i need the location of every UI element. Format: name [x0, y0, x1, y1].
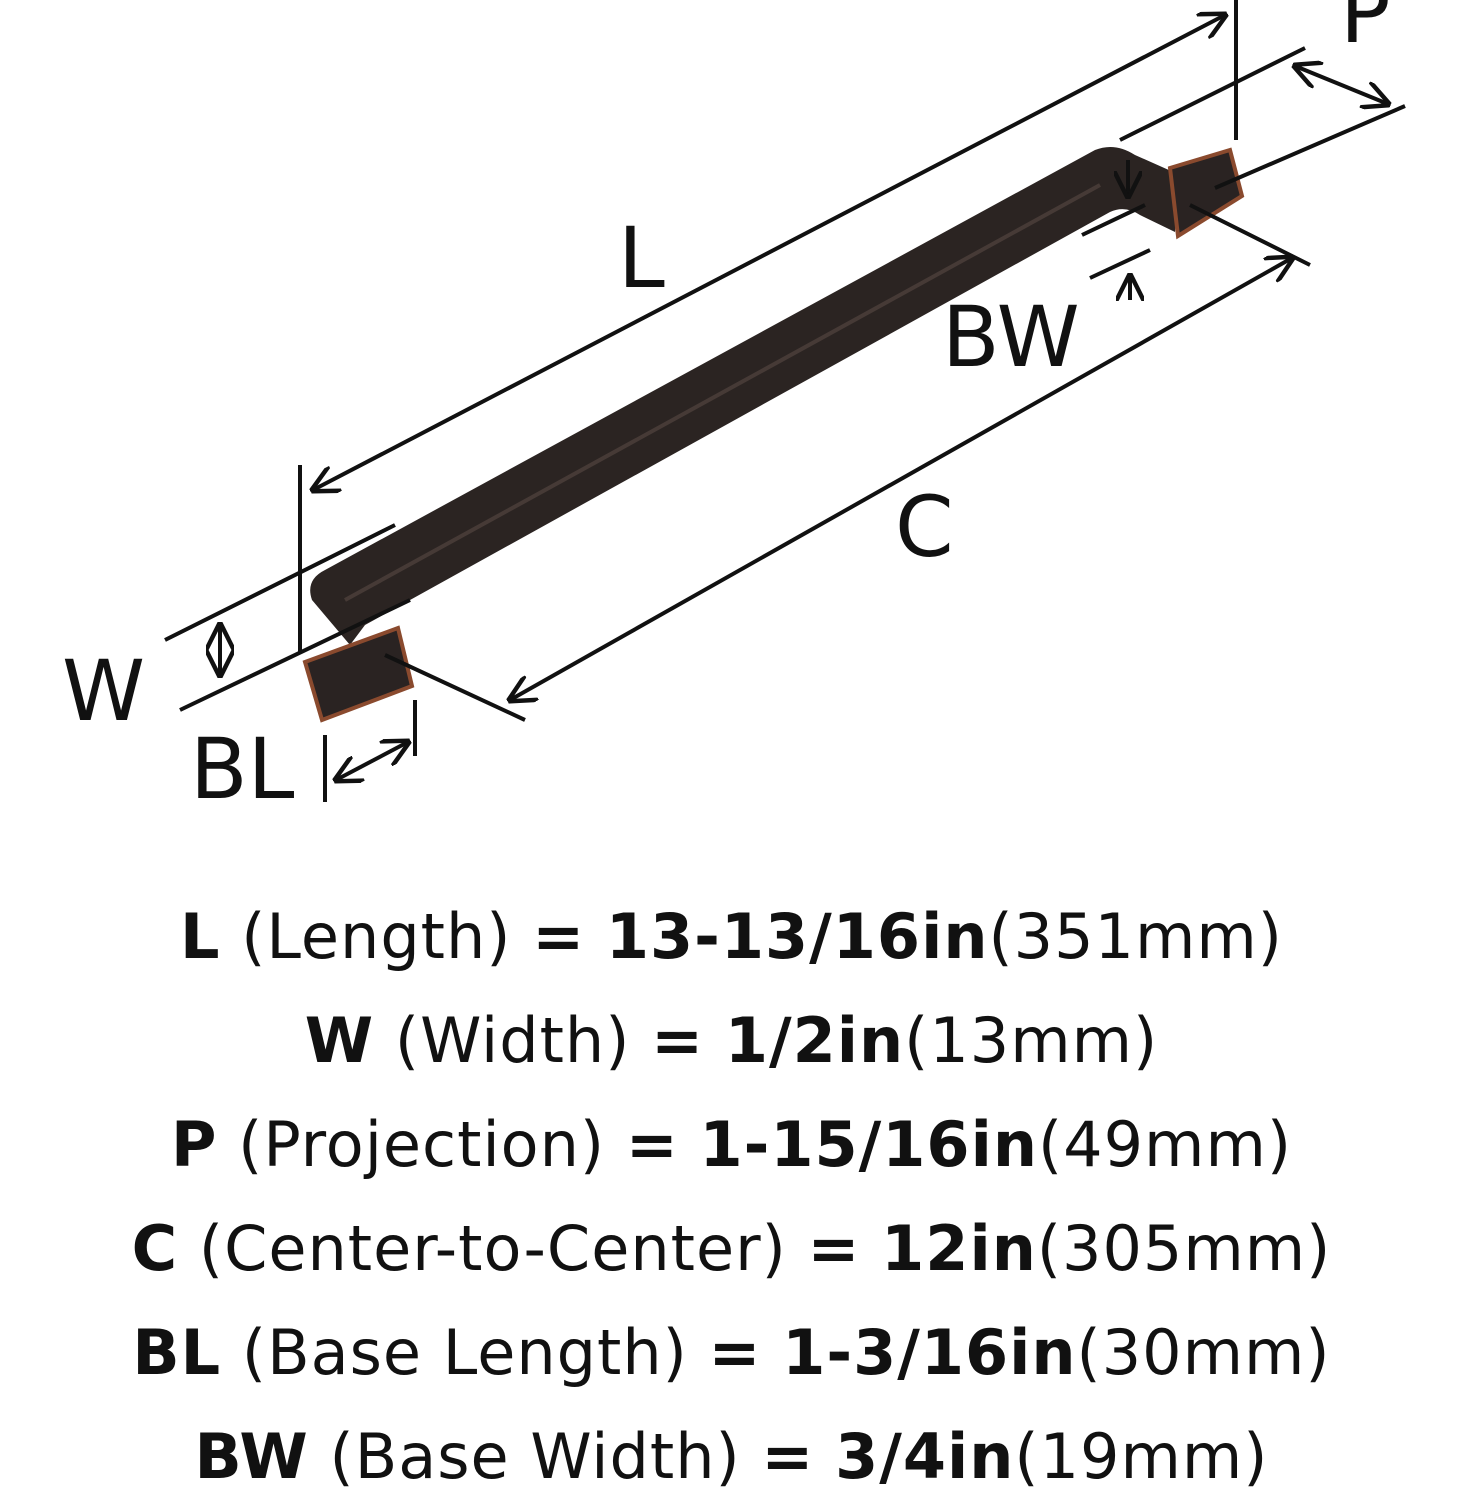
spec-eq: = [807, 1212, 861, 1285]
spec-desc: (Center-to-Center) [198, 1212, 787, 1285]
label-L: L [618, 209, 665, 307]
spec-desc: (Base Width) [329, 1420, 741, 1493]
spec-metric: (351mm) [988, 900, 1283, 973]
spec-row-width: W (Width) = 1/2in(13mm) [0, 989, 1463, 1093]
label-BL: BL [190, 720, 295, 818]
right-base [1167, 147, 1245, 240]
spec-key: P [170, 1108, 218, 1181]
spec-row-projection: P (Projection) = 1-15/16in(49mm) [0, 1093, 1463, 1197]
dimension-specs: L (Length) = 13-13/16in(351mm) W (Width)… [0, 885, 1463, 1509]
spec-value: 1-15/16in [699, 1108, 1038, 1181]
spec-row-center-to-center: C (Center-to-Center) = 12in(305mm) [0, 1197, 1463, 1301]
cabinet-pull-handle [302, 146, 1245, 723]
spec-row-length: L (Length) = 13-13/16in(351mm) [0, 885, 1463, 989]
label-W: W [62, 642, 145, 740]
label-P: P [1340, 0, 1391, 62]
spec-key: BW [194, 1420, 309, 1493]
spec-desc: (Width) [394, 1004, 631, 1077]
spec-key: W [304, 1004, 375, 1077]
left-base [302, 625, 415, 723]
spec-desc: (Length) [241, 900, 512, 973]
label-C: C [895, 478, 954, 576]
spec-desc: (Base Length) [241, 1316, 688, 1389]
spec-value: 13-13/16in [605, 900, 989, 973]
spec-eq: = [651, 1004, 705, 1077]
spec-metric: (305mm) [1036, 1212, 1332, 1285]
spec-eq: = [761, 1420, 815, 1493]
spec-eq: = [708, 1316, 762, 1389]
spec-key: BL [132, 1316, 222, 1389]
spec-row-base-width: BW (Base Width) = 3/4in(19mm) [0, 1405, 1463, 1509]
spec-metric: (19mm) [1014, 1420, 1269, 1493]
spec-value: 1-3/16in [782, 1316, 1077, 1389]
spec-key: C [131, 1212, 179, 1285]
spec-metric: (49mm) [1037, 1108, 1293, 1181]
spec-value: 3/4in [835, 1420, 1015, 1493]
spec-desc: (Projection) [238, 1108, 606, 1181]
spec-value: 12in [881, 1212, 1037, 1285]
spec-metric: (30mm) [1076, 1316, 1331, 1389]
spec-key: L [180, 900, 221, 973]
spec-row-base-length: BL (Base Length) = 1-3/16in(30mm) [0, 1301, 1463, 1405]
label-BW: BW [942, 288, 1080, 386]
spec-value: 1/2in [724, 1004, 905, 1077]
handle-dimension-diagram: L P BW C W BL [62, 0, 1406, 818]
spec-eq: = [532, 900, 586, 973]
spec-metric: (13mm) [904, 1004, 1159, 1077]
spec-eq: = [625, 1108, 679, 1181]
